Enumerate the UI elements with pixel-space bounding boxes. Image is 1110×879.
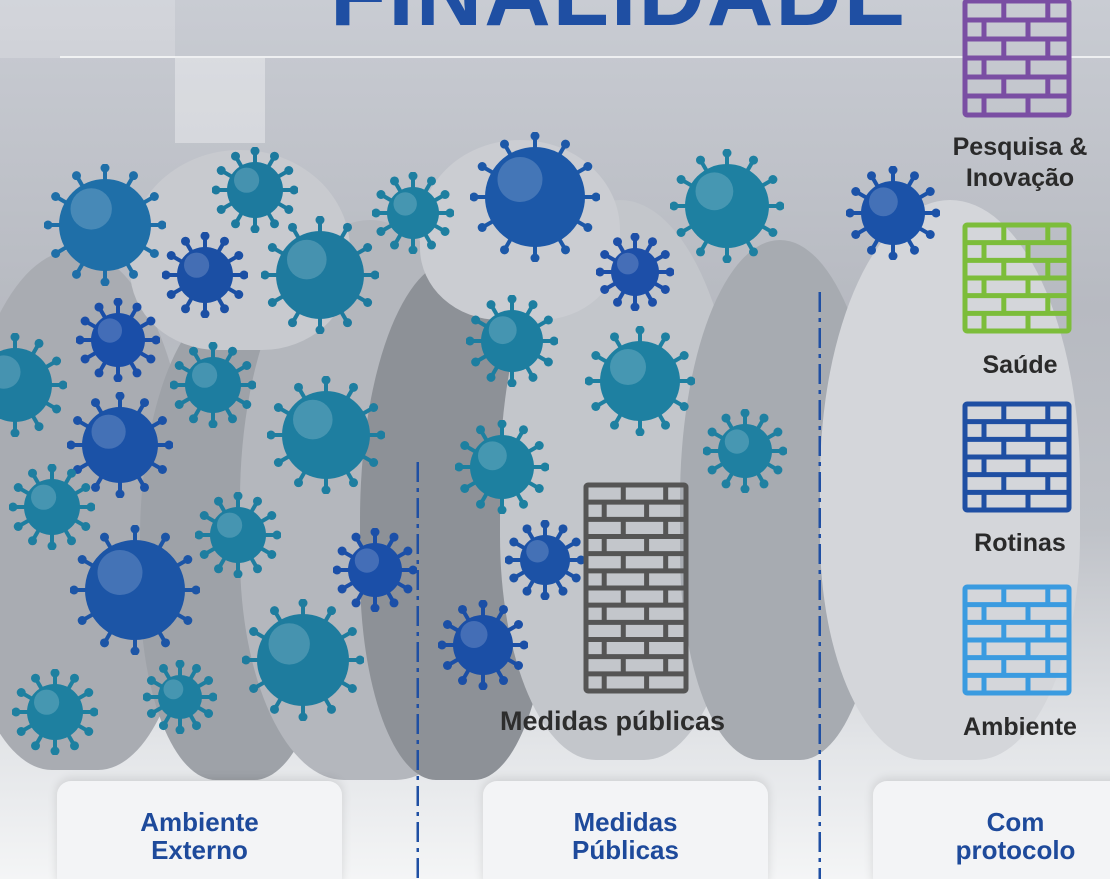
virus-icon <box>12 669 98 755</box>
virus-icon <box>261 216 379 334</box>
wall-label: Medidas públicas <box>500 706 726 736</box>
brick-wall-purple-icon <box>962 0 1072 118</box>
virus-icon <box>438 600 528 690</box>
legend-label-research: Pesquisa & Inovação <box>952 133 1088 193</box>
card-with-protocol: Com protocolo <box>873 781 1110 879</box>
decorative-panel <box>0 0 175 58</box>
card-label: Com protocolo <box>955 806 1076 865</box>
card-public-measures: Medidas Públicas <box>483 781 768 879</box>
page-title: FINALIDADE <box>330 0 907 40</box>
virus-icon <box>505 520 585 600</box>
legend-label-routines: Rotinas <box>974 529 1066 557</box>
virus-icon <box>143 660 217 734</box>
virus-icon <box>242 599 364 721</box>
virus-icon <box>455 420 549 514</box>
card-label: Ambiente Externo <box>140 806 259 865</box>
virus-icon <box>596 233 674 311</box>
virus-icon <box>9 464 95 550</box>
virus-icon <box>670 149 784 263</box>
brick-wall-green-icon <box>962 222 1072 334</box>
virus-icon <box>470 132 600 262</box>
virus-icon <box>170 342 256 428</box>
virus-icon <box>846 166 940 260</box>
dashed-divider <box>416 462 419 879</box>
virus-icon <box>0 333 67 437</box>
virus-icon <box>333 528 417 612</box>
virus-icon <box>195 492 281 578</box>
brick-wall-lightblue-icon <box>962 584 1072 696</box>
legend-label-health: Saúde <box>982 351 1058 379</box>
virus-icon <box>372 172 454 254</box>
title-divider <box>60 56 1110 58</box>
virus-icon <box>70 525 200 655</box>
decorative-panel <box>175 58 265 143</box>
virus-icon <box>162 232 248 318</box>
dashed-divider <box>818 292 821 879</box>
virus-icon <box>267 376 385 494</box>
brick-wall-blue-icon <box>962 401 1072 513</box>
virus-icon <box>44 164 166 286</box>
legend-label-environment: Ambiente <box>963 713 1077 741</box>
virus-icon <box>76 298 160 382</box>
virus-icon <box>703 409 787 493</box>
virus-icon <box>466 295 558 387</box>
card-label: Medidas Públicas <box>572 806 679 865</box>
card-external-environment: Ambiente Externo <box>57 781 342 879</box>
virus-icon <box>585 326 695 436</box>
virus-icon <box>212 147 298 233</box>
wall-icon <box>583 482 689 694</box>
